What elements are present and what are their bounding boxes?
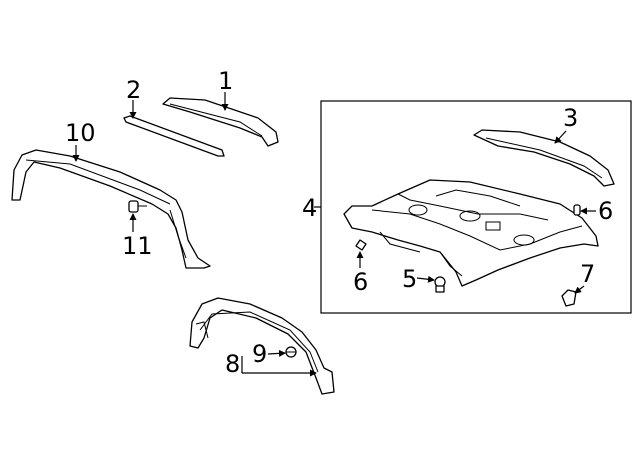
leader-9 [267,349,286,357]
callout-6a: 6 [598,197,613,225]
callout-8: 8 [225,350,240,378]
callout-11: 11 [122,232,153,260]
leader-7 [574,285,585,294]
callout-4: 4 [302,194,317,222]
part-3-rear-trim [473,129,615,187]
part-2-weatherstrip [123,115,225,157]
part-5-clip [434,276,446,293]
callout-6b: 6 [353,268,368,296]
callout-3: 3 [563,104,578,132]
callout-10: 10 [65,119,96,147]
callout-2: 2 [126,76,141,104]
part-1-roof-panel [162,97,279,147]
leader-5 [416,275,435,283]
callout-1: 1 [218,67,233,95]
part-7-cap [561,289,577,307]
callout-5: 5 [402,265,417,293]
part-6-clip-left [355,239,367,251]
callout-9: 9 [252,340,267,368]
part-11-clip [128,200,147,213]
part-4-roof-assembly [343,179,599,287]
part-6-clip-right [573,204,581,216]
callout-7: 7 [580,260,595,288]
part-10-roof-rail [11,149,211,269]
part-9-bolt [285,346,297,358]
leader-3 [554,130,567,144]
part-8-frame [189,297,335,395]
